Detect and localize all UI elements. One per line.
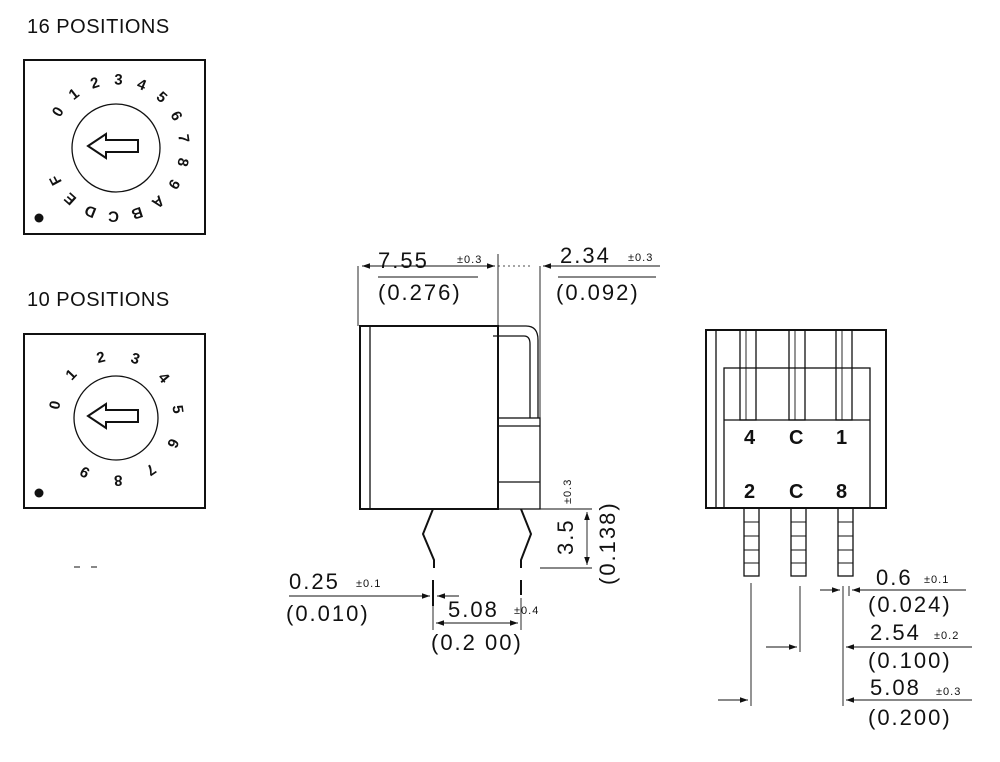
terminal-4 <box>739 329 757 421</box>
pin-label-4: 4 <box>744 427 756 449</box>
pin-label-8: 8 <box>836 481 847 503</box>
dial-position-label: 9 <box>164 176 183 192</box>
dial-10-labels: 0 12 34 5 67 8 9 <box>46 349 186 489</box>
pin-label-1: 1 <box>836 427 847 449</box>
side-lead-frame <box>493 325 539 418</box>
dial-10: 0 12 34 5 67 8 9 <box>23 333 206 509</box>
dim-pin-len-inch: (0.138) <box>595 501 620 585</box>
pin-c <box>790 507 807 577</box>
dial-position-label: 9 <box>77 462 93 481</box>
dim-lead-value: 2.34 <box>560 243 611 268</box>
arrow-left-icon <box>86 132 139 160</box>
dial-position-label: 7 <box>174 133 192 144</box>
dim-pin-thk-tol: ±0.1 <box>356 578 381 590</box>
dim-lead-inch: (0.092) <box>556 280 640 305</box>
dial-position-label: 4 <box>154 369 173 387</box>
dial-16-knob <box>71 103 161 193</box>
dial-position-label: 5 <box>153 88 171 106</box>
dim-pin-w-tol: ±0.1 <box>924 574 949 586</box>
dial-position-label: 5 <box>168 404 186 415</box>
dim-508-inch: (0.200) <box>868 705 952 730</box>
dim-pin-w-inch: (0.024) <box>868 592 952 617</box>
side-body <box>359 325 499 510</box>
dim-pin-pitch-value: 5.08 <box>448 597 499 622</box>
dial-10-knob <box>73 375 159 461</box>
dim-508-tol: ±0.3 <box>936 686 961 698</box>
dial-position-label: 8 <box>173 156 191 168</box>
dial-10-dot <box>34 488 44 498</box>
dim-lead-tol: ±0.3 <box>628 252 653 264</box>
bottom-view: 4 C 1 2 C 8 0.6 ±0.1 (0.024) 2.54 ±0.2 (… <box>705 329 972 730</box>
dim-pin-pitch-tol: ±0.4 <box>514 605 539 617</box>
pin-label-2: 2 <box>744 481 755 503</box>
pin-2 <box>743 507 760 577</box>
dim-pin-thk-inch: (0.010) <box>286 601 370 626</box>
pin-label-c-bottom: C <box>789 481 803 503</box>
dial-position-label: 1 <box>62 366 80 384</box>
dim-254-inch: (0.100) <box>868 648 952 673</box>
dim-pin-pitch-inch: (0.2 00) <box>431 630 523 655</box>
dim-pin-len-value: 3.5 <box>553 518 578 555</box>
arrow-left-icon <box>86 402 139 430</box>
dim-508-value: 5.08 <box>870 675 921 700</box>
dial-position-label: 6 <box>163 436 182 451</box>
dial-position-label: 3 <box>129 350 142 369</box>
dial-16-dot <box>34 213 44 223</box>
dial-10-frame <box>23 333 206 509</box>
dial-position-label: F <box>46 172 65 188</box>
terminal-1 <box>835 329 853 421</box>
dial-position-label: 4 <box>134 76 149 95</box>
terminal-c <box>788 329 806 421</box>
dim-width-tol: ±0.3 <box>457 254 482 266</box>
dial-position-label: 7 <box>142 460 158 479</box>
dial-position-label: B <box>129 203 145 223</box>
side-view: 7.55 ±0.3 (0.276) 2.34 ±0.3 (0.092) 3.5 … <box>286 243 660 655</box>
side-base-block <box>497 417 541 510</box>
dial-position-label: C <box>108 207 120 224</box>
dial-position-label: D <box>82 201 99 221</box>
dim-pin-len-tol: ±0.3 <box>562 479 574 504</box>
dial-position-label: 0 <box>46 399 64 411</box>
dial-position-label: 0 <box>49 104 68 120</box>
dial-position-label: A <box>148 192 167 212</box>
dial-position-label: E <box>61 189 80 208</box>
dim-width-inch: (0.276) <box>378 280 462 305</box>
side-pin-right <box>520 508 533 568</box>
dim-254-tol: ±0.2 <box>934 630 959 642</box>
dial-position-label: 6 <box>167 108 186 123</box>
title-10-positions: 10 POSITIONS <box>27 289 170 311</box>
dim-pin-thk-value: 0.25 <box>289 569 340 594</box>
side-pin-left <box>421 508 435 568</box>
title-16-positions: 16 POSITIONS <box>27 16 170 38</box>
dial-16-frame <box>23 59 206 235</box>
dim-width-value: 7.55 <box>378 248 429 273</box>
dial-position-label: 1 <box>66 85 83 104</box>
dial-position-label: 8 <box>114 471 123 488</box>
dial-position-label: 3 <box>114 71 123 88</box>
pin-8 <box>837 507 854 577</box>
dial-position-label: 2 <box>95 349 107 368</box>
dim-pin-w-value: 0.6 <box>876 565 913 590</box>
dial-position-label: 2 <box>88 74 101 93</box>
pin-label-c-top: C <box>789 427 803 449</box>
dim-254-value: 2.54 <box>870 620 921 645</box>
